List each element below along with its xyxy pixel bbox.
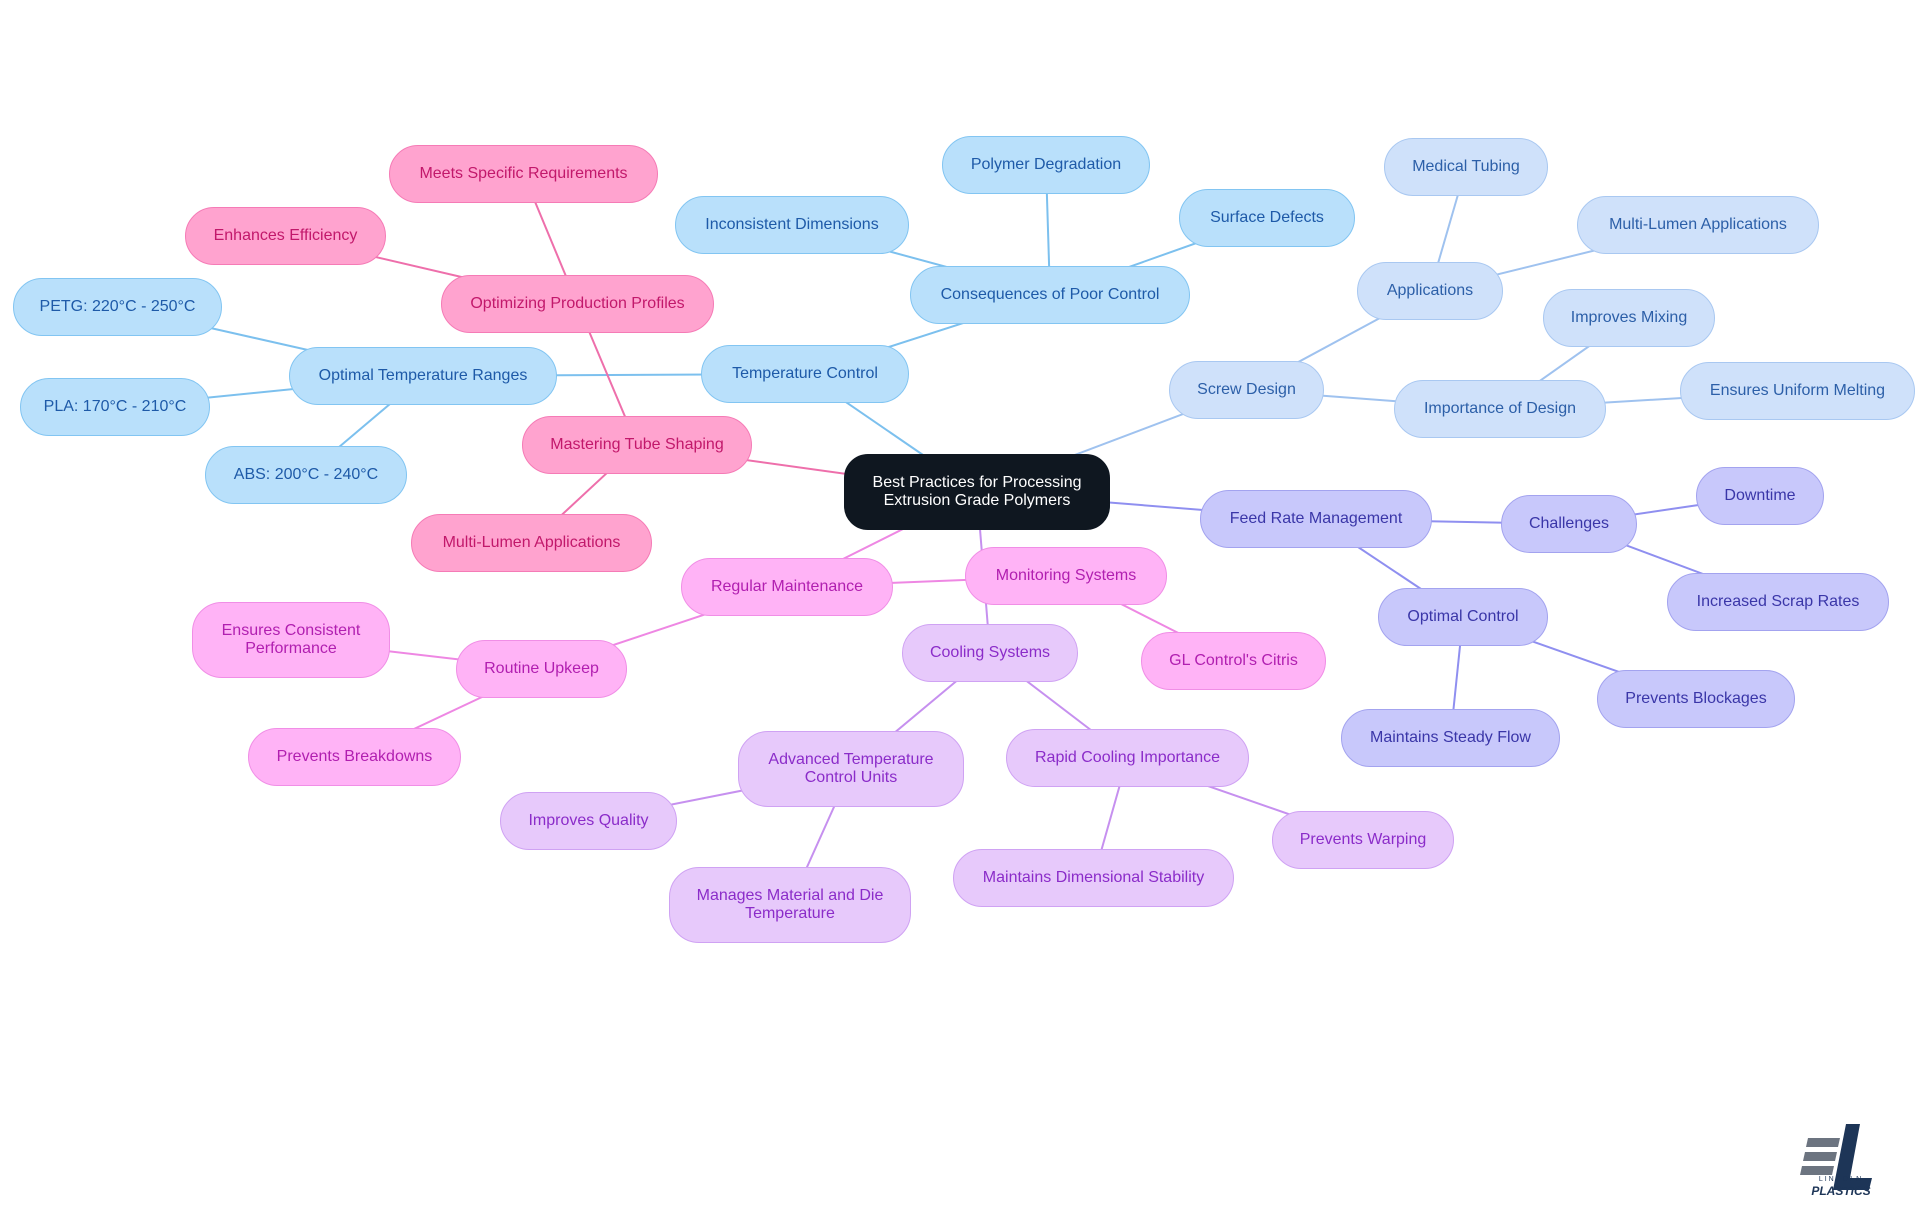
node-challenges: Challenges — [1501, 495, 1637, 553]
root-node: Best Practices for Processing Extrusion … — [844, 454, 1110, 530]
node-petg-range: PETG: 220°C - 250°C — [13, 278, 222, 336]
node-importance-of-design: Importance of Design — [1394, 380, 1606, 438]
node-meets-specific-requirements: Meets Specific Requirements — [389, 145, 658, 203]
node-abs-range: ABS: 200°C - 240°C — [205, 446, 407, 504]
node-routine-upkeep: Routine Upkeep — [456, 640, 627, 698]
node-ensures-consistent-performance: Ensures Consistent Performance — [192, 602, 390, 678]
node-applications: Applications — [1357, 262, 1503, 320]
node-consequences-poor-control: Consequences of Poor Control — [910, 266, 1190, 324]
node-gl-controls-citris: GL Control's Citris — [1141, 632, 1326, 690]
logo-text-plastics: PLASTICS — [1811, 1184, 1871, 1198]
node-multi-lumen-tube: Multi-Lumen Applications — [411, 514, 652, 572]
node-multi-lumen-screw: Multi-Lumen Applications — [1577, 196, 1819, 254]
node-improves-quality: Improves Quality — [500, 792, 677, 850]
node-advanced-temperature-control-units: Advanced Temperature Control Units — [738, 731, 964, 807]
node-regular-maintenance: Regular Maintenance — [681, 558, 893, 616]
node-increased-scrap-rates: Increased Scrap Rates — [1667, 573, 1889, 631]
node-optimizing-production-profiles: Optimizing Production Profiles — [441, 275, 714, 333]
node-monitoring-systems: Monitoring Systems — [965, 547, 1167, 605]
node-medical-tubing: Medical Tubing — [1384, 138, 1548, 196]
node-temperature-control: Temperature Control — [701, 345, 909, 403]
node-maintains-dimensional-stability: Maintains Dimensional Stability — [953, 849, 1234, 907]
node-inconsistent-dimensions: Inconsistent Dimensions — [675, 196, 909, 254]
node-maintains-steady-flow: Maintains Steady Flow — [1341, 709, 1560, 767]
node-manages-material-die-temperature: Manages Material and Die Temperature — [669, 867, 911, 943]
node-optimal-control: Optimal Control — [1378, 588, 1548, 646]
node-optimal-temperature-ranges: Optimal Temperature Ranges — [289, 347, 557, 405]
node-prevents-blockages: Prevents Blockages — [1597, 670, 1795, 728]
node-prevents-breakdowns: Prevents Breakdowns — [248, 728, 461, 786]
logo-text-lincoln: LINCOLN — [1818, 1176, 1864, 1183]
node-downtime: Downtime — [1696, 467, 1824, 525]
node-enhances-efficiency: Enhances Efficiency — [185, 207, 386, 265]
node-mastering-tube-shaping: Mastering Tube Shaping — [522, 416, 752, 474]
node-prevents-warping: Prevents Warping — [1272, 811, 1454, 869]
node-feed-rate-management: Feed Rate Management — [1200, 490, 1432, 548]
node-surface-defects: Surface Defects — [1179, 189, 1355, 247]
lincoln-plastics-logo — [1800, 1124, 1872, 1190]
node-rapid-cooling-importance: Rapid Cooling Importance — [1006, 729, 1249, 787]
node-polymer-degradation: Polymer Degradation — [942, 136, 1150, 194]
node-ensures-uniform-melting: Ensures Uniform Melting — [1680, 362, 1915, 420]
node-screw-design: Screw Design — [1169, 361, 1324, 419]
node-improves-mixing: Improves Mixing — [1543, 289, 1715, 347]
node-pla-range: PLA: 170°C - 210°C — [20, 378, 210, 436]
node-cooling-systems: Cooling Systems — [902, 624, 1078, 682]
